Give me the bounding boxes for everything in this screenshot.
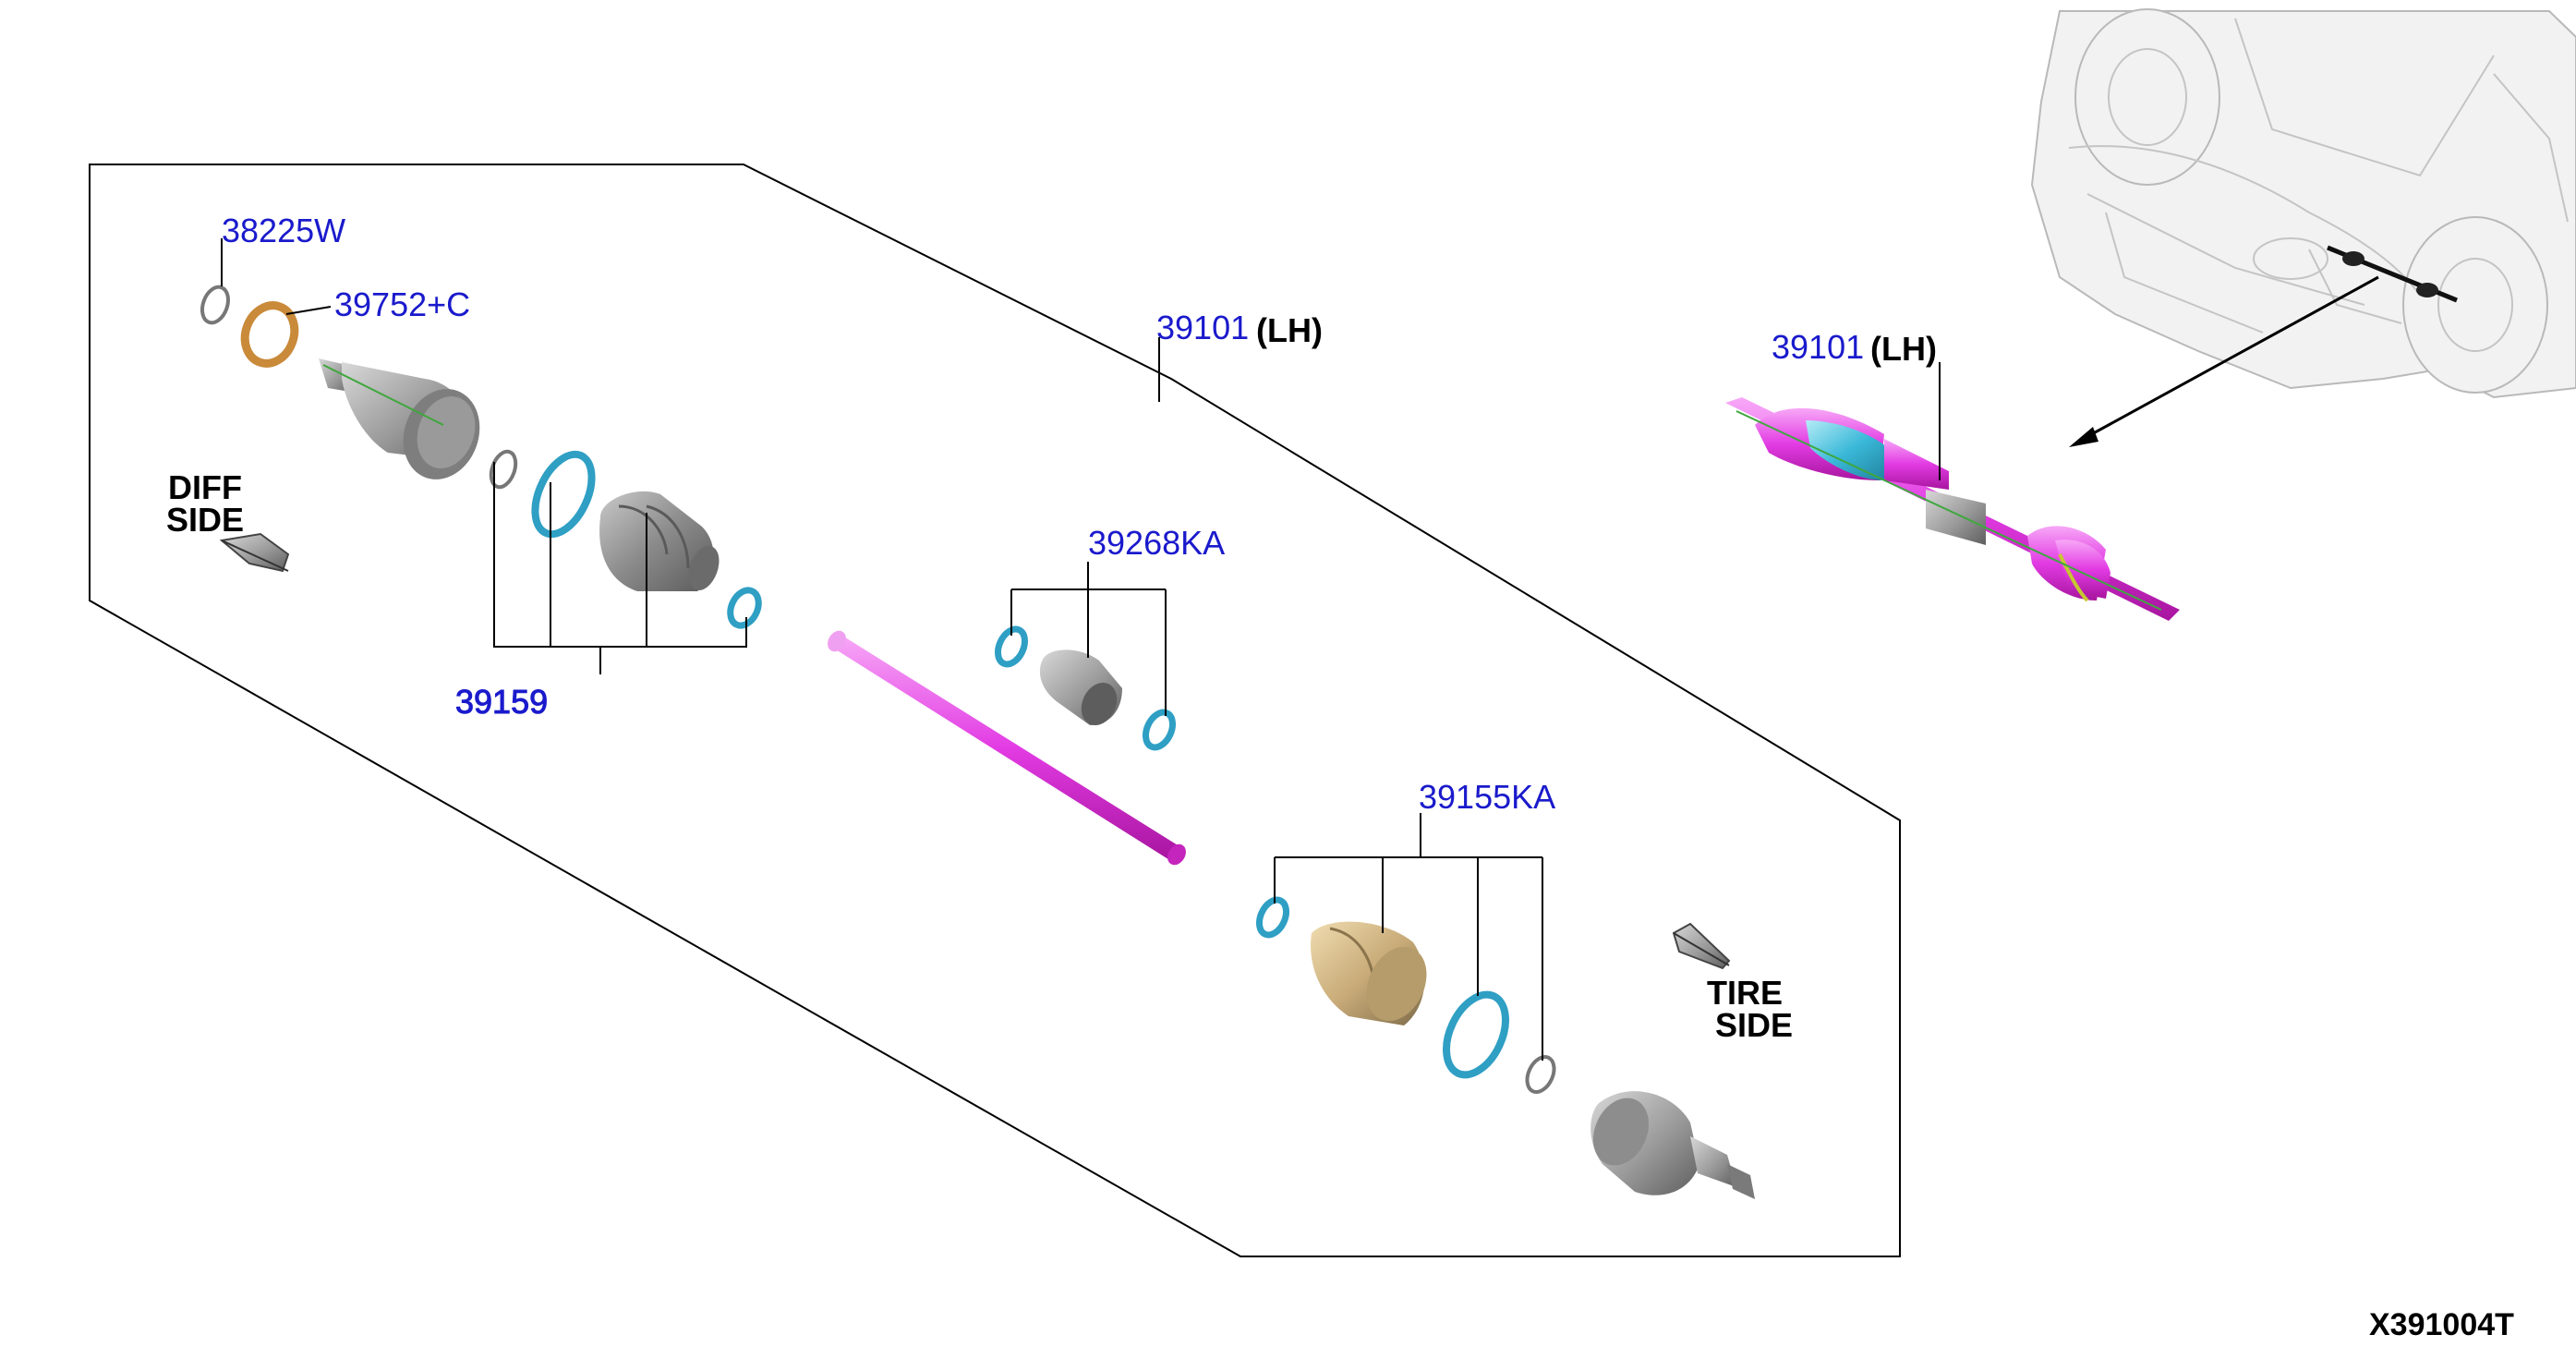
leader-lines xyxy=(221,238,1941,1061)
diff-side-label-2: SIDE xyxy=(166,501,244,539)
part-label-38225w[interactable]: 38225W xyxy=(222,212,345,249)
diff-side-label-1: DIFF xyxy=(168,468,242,506)
driveshaft-bar xyxy=(828,630,1186,866)
damper-ring-1 xyxy=(994,625,1029,668)
outer-cv-joint xyxy=(1590,1091,1755,1199)
outer-boot xyxy=(1311,921,1427,1025)
damper-ring-2 xyxy=(1142,709,1177,751)
lh-note-inset: (LH) xyxy=(1870,330,1937,368)
arrow-left-icon xyxy=(2069,275,2379,447)
washer-39752c xyxy=(240,301,299,368)
outer-snap-ring xyxy=(1525,1055,1556,1094)
boot-band-small xyxy=(727,587,762,629)
assembled-driveshaft xyxy=(1725,397,2180,621)
lh-note-main: (LH) xyxy=(1256,311,1323,349)
inner-boot xyxy=(599,491,720,591)
part-label-39101-inset[interactable]: 39101 xyxy=(1772,328,1864,366)
part-label-39101-main[interactable]: 39101 xyxy=(1156,309,1249,346)
inner-joint-housing xyxy=(319,358,480,479)
car-front-icon xyxy=(2030,8,2576,399)
diagram-code: X391004T xyxy=(2369,1307,2514,1342)
part-label-39752c[interactable]: 39752+C xyxy=(334,285,470,323)
outer-band-small xyxy=(1255,896,1290,939)
outer-band-large xyxy=(1443,990,1509,1079)
tire-side-label-1: TIRE xyxy=(1707,974,1783,1012)
snap-ring-inner xyxy=(489,449,518,490)
dynamic-damper xyxy=(1039,649,1122,726)
boot-band-large xyxy=(531,450,596,539)
arrow-left-icon xyxy=(219,532,290,573)
part-label-39268ka[interactable]: 39268KA xyxy=(1088,524,1225,562)
exploded-view-outline xyxy=(89,164,1901,1257)
snap-ring-38225w xyxy=(200,285,231,325)
tire-side-label-2: SIDE xyxy=(1715,1006,1793,1044)
part-label-39155ka[interactable]: 39155KA xyxy=(1419,778,1555,816)
arrow-right-icon xyxy=(1672,922,1731,970)
part-label-3915x[interactable]: 39159 xyxy=(455,683,549,722)
